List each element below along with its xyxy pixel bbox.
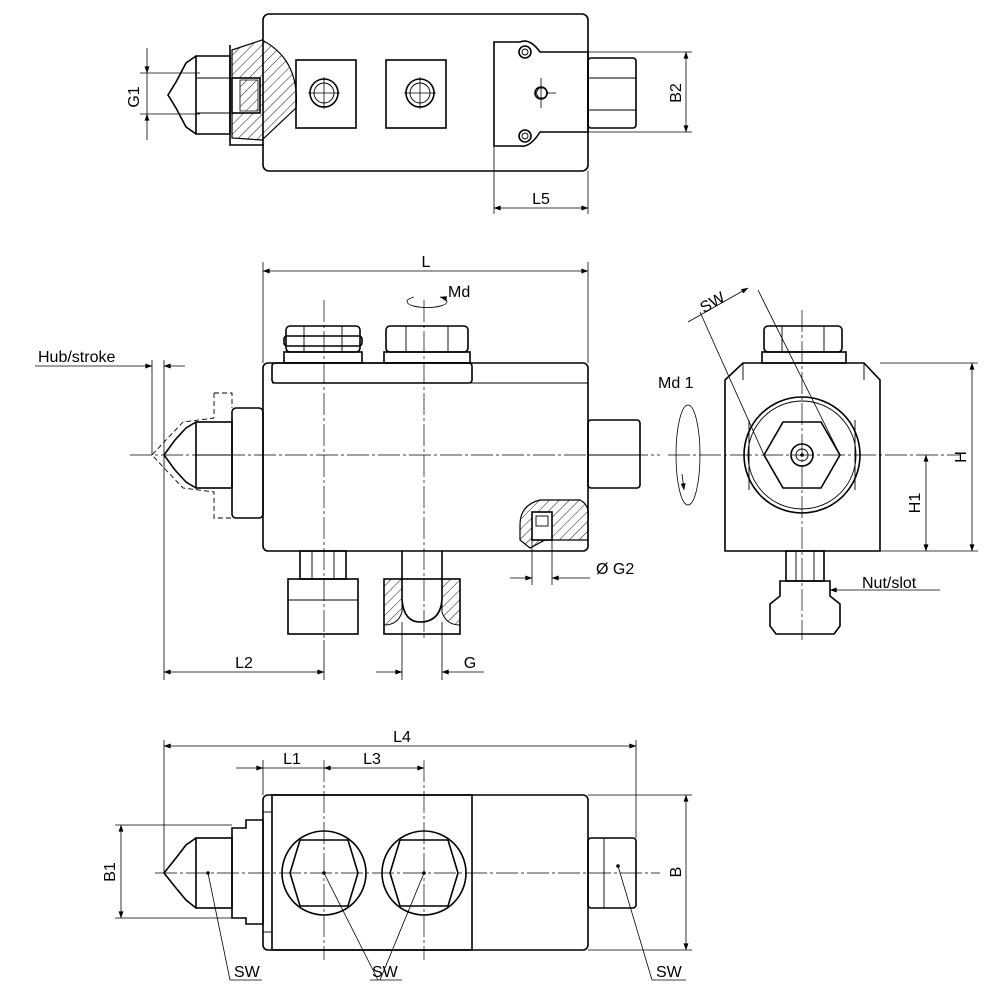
top-plunger bbox=[167, 39, 297, 146]
dim-sw-bottom-left-label: SW bbox=[234, 964, 261, 981]
dim-l3-label: L3 bbox=[363, 751, 381, 768]
front-hex-nut-2 bbox=[383, 325, 471, 364]
top-screw-2 bbox=[385, 59, 447, 129]
dim-hub-stroke-label: Hub/stroke bbox=[38, 349, 115, 366]
front-hex-nut-1 bbox=[283, 325, 363, 364]
side-sw-dimension bbox=[687, 287, 841, 456]
dim-l1-label: L1 bbox=[283, 751, 301, 768]
dim-g2-label: Ø G2 bbox=[596, 561, 634, 578]
dim-b2-label: B2 bbox=[668, 83, 685, 103]
bottom-dimensions bbox=[115, 740, 692, 951]
top-screw-1 bbox=[295, 59, 357, 129]
side-height-dimensions bbox=[829, 362, 978, 593]
top-view: G1 B2 L5 bbox=[126, 13, 692, 214]
md-torque-arrow bbox=[406, 296, 448, 308]
bottom-plunger bbox=[162, 819, 264, 925]
bottom-view: SW SW SW L4 L1 L3 B1 B bbox=[102, 729, 692, 981]
bottom-sw-leaders bbox=[207, 865, 686, 981]
md1-rotation-indicator bbox=[675, 404, 701, 506]
dim-g-label: G bbox=[464, 655, 476, 672]
dim-sw-bottom-right-label: SW bbox=[656, 964, 683, 981]
dim-b1-label: B1 bbox=[102, 862, 119, 882]
dim-nut-slot-label: Nut/slot bbox=[862, 575, 917, 592]
front-clamp-2 bbox=[383, 551, 461, 635]
md1-label: Md 1 bbox=[658, 375, 694, 392]
dim-h-label: H bbox=[953, 451, 970, 463]
side-bottom-slot-nut bbox=[769, 550, 841, 635]
top-dimensions bbox=[140, 48, 692, 214]
md-label: Md bbox=[448, 284, 470, 301]
front-section-cutout bbox=[519, 499, 589, 549]
dim-g1-label: G1 bbox=[126, 86, 143, 107]
dim-l5-label: L5 bbox=[532, 191, 550, 208]
top-body-outline bbox=[262, 13, 589, 172]
side-view: Md 1 SW H H1 Nut/slot bbox=[658, 287, 978, 640]
dim-l-label: L bbox=[422, 254, 431, 271]
dim-sw-bottom-center-label: SW bbox=[372, 964, 399, 981]
dim-b-label: B bbox=[668, 867, 685, 878]
front-plunger bbox=[151, 392, 264, 519]
dim-l4-label: L4 bbox=[393, 729, 411, 746]
front-view: Md L Hub/stroke L2 G Ø G2 bbox=[35, 254, 660, 680]
dim-sw-side-label: SW bbox=[697, 289, 729, 317]
dim-h1-label: H1 bbox=[907, 493, 924, 514]
front-clamp-1 bbox=[287, 550, 359, 635]
dim-l2-label: L2 bbox=[235, 655, 253, 672]
top-right-plate bbox=[493, 40, 637, 148]
front-dimensions bbox=[35, 262, 590, 680]
front-right-stud bbox=[587, 419, 641, 489]
side-top-nut bbox=[761, 325, 847, 364]
